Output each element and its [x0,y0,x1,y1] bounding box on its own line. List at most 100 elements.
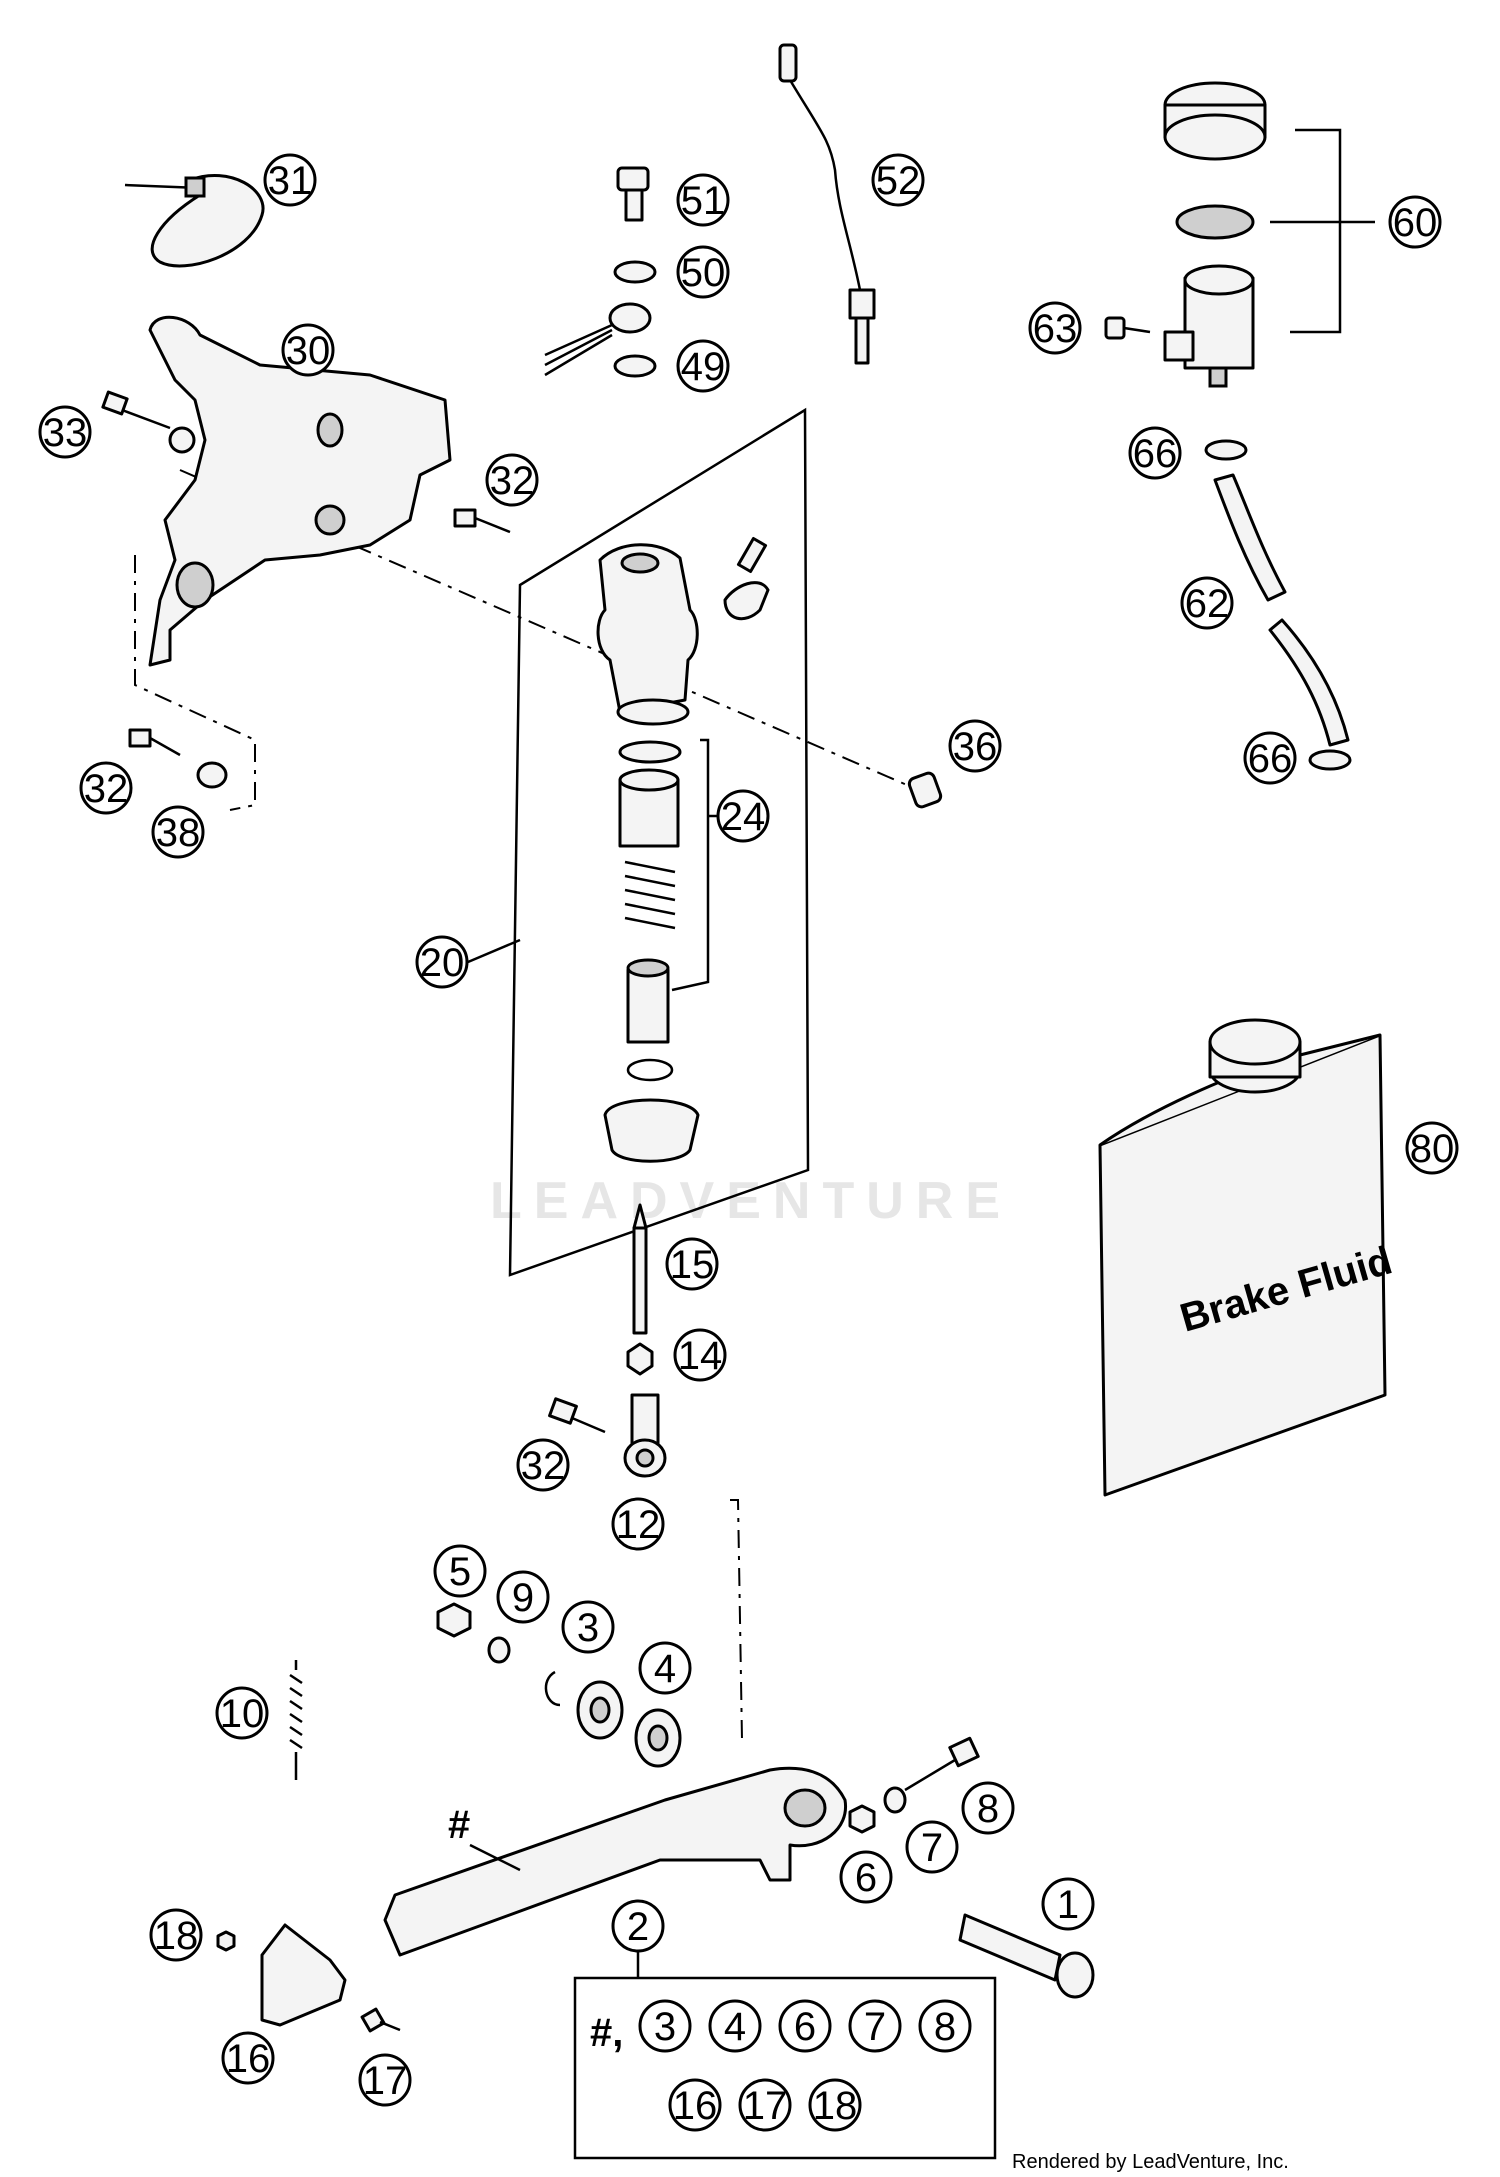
piston-kit-part [603,738,720,1163]
svg-text:63: 63 [1033,307,1078,351]
callout-52: 52 [871,153,925,207]
callout-15: 15 [665,1237,719,1291]
callout-66: 66 [1128,426,1182,480]
callout-16: 16 [221,2031,275,2085]
callout-49: 49 [676,339,730,393]
kit-item-3: 3 [638,1999,692,2053]
master-cylinder-part [596,537,770,726]
kit-item-16: 16 [668,2078,722,2132]
svg-text:30: 30 [286,329,331,373]
svg-text:4: 4 [724,2005,746,2049]
callout-60: 60 [1388,195,1442,249]
callout-32: 32 [79,761,133,815]
svg-text:33: 33 [43,411,88,455]
callout-17: 17 [358,2053,412,2107]
kit-item-18: 18 [808,2078,862,2132]
svg-text:66: 66 [1248,737,1293,781]
callout-5: 5 [433,1544,487,1598]
svg-text:32: 32 [84,767,129,811]
bolt-33-part [101,390,171,430]
svg-text:2: 2 [627,1905,649,1949]
hose-part [1204,439,1352,771]
pedal-tip-part [216,1923,401,2033]
return-spring-part [289,1660,303,1780]
kit-item-17: 17 [738,2078,792,2132]
callout-18: 18 [149,1908,203,1962]
watermark-text: LEADVENTURE [490,1172,1012,1230]
cable-tie-part [124,174,265,268]
svg-text:15: 15 [670,1243,715,1287]
kit-item-7: 7 [848,1999,902,2053]
callout-8: 8 [961,1781,1015,1835]
svg-text:8: 8 [977,1787,999,1831]
svg-text:66: 66 [1133,432,1178,476]
callout-36: 36 [948,719,1002,773]
callout-2: 2 [611,1899,665,1953]
callout-20: 20 [415,935,469,989]
svg-text:14: 14 [678,1334,723,1378]
svg-text:60: 60 [1393,201,1438,245]
pedal-bearings-part [436,1602,682,1768]
clevis-part [548,1393,667,1478]
callout-12: 12 [611,1497,665,1551]
callout-4: 4 [638,1641,692,1695]
svg-text:7: 7 [921,1826,943,1870]
pivot-bolt-part [958,1913,1095,1999]
callout-32: 32 [516,1438,570,1492]
kit-prefix: #, [590,2011,623,2055]
bracket-plate-part [148,315,452,667]
svg-text:24: 24 [721,795,766,839]
kit-item-6: 6 [778,1999,832,2053]
callout-9: 9 [496,1570,550,1624]
reservoir-part [1163,81,1375,388]
callout-1: 1 [1041,1877,1095,1931]
svg-text:18: 18 [154,1914,199,1958]
svg-text:36: 36 [953,725,998,769]
callout-51: 51 [676,173,730,227]
svg-text:31: 31 [268,159,313,203]
brake-fluid-can-part: Brake Fluid [1098,1018,1397,1497]
svg-text:16: 16 [226,2037,271,2081]
master-cylinder-frame [467,407,810,1277]
brake-switch-part [778,43,876,365]
svg-text:3: 3 [654,2005,676,2049]
callout-32: 32 [485,453,539,507]
footer-credit: Rendered by LeadVenture, Inc. [1012,2151,1289,2173]
svg-text:62: 62 [1185,582,1230,626]
svg-text:18: 18 [813,2084,858,2128]
grommet-36-part [907,771,943,809]
svg-text:32: 32 [490,459,535,503]
svg-text:10: 10 [220,1692,265,1736]
callout-24: 24 [716,789,770,843]
callout-50: 50 [676,245,730,299]
callout-63: 63 [1028,301,1082,355]
kit-box: #, [573,1950,997,2160]
svg-text:17: 17 [743,2084,788,2128]
alignment-lines [134,469,931,1741]
callout-layer: 3130333251504952606366626636242032388015… [38,153,1459,2107]
svg-text:16: 16 [673,2084,718,2128]
svg-text:1: 1 [1057,1883,1079,1927]
svg-text:6: 6 [794,2005,816,2049]
svg-text:12: 12 [616,1503,661,1547]
brake-pedal-part: # [383,1766,847,1957]
callout-7: 7 [905,1820,959,1874]
callout-31: 31 [263,153,317,207]
svg-text:7: 7 [864,2005,886,2049]
callout-10: 10 [215,1686,269,1740]
svg-text:3: 3 [577,1606,599,1650]
screw-63-part [1104,316,1151,340]
bolt-32-part [453,508,511,534]
pedal-bolt-part [848,1736,980,1834]
svg-text:4: 4 [654,1647,676,1691]
callout-62: 62 [1180,576,1234,630]
svg-text:9: 9 [512,1576,534,1620]
svg-text:32: 32 [521,1444,566,1488]
svg-text:52: 52 [876,159,921,203]
svg-text:38: 38 [156,811,201,855]
callout-6: 6 [839,1850,893,1904]
callout-38: 38 [151,805,205,859]
bolt-nut-left-part [128,728,228,789]
callout-33: 33 [38,405,92,459]
